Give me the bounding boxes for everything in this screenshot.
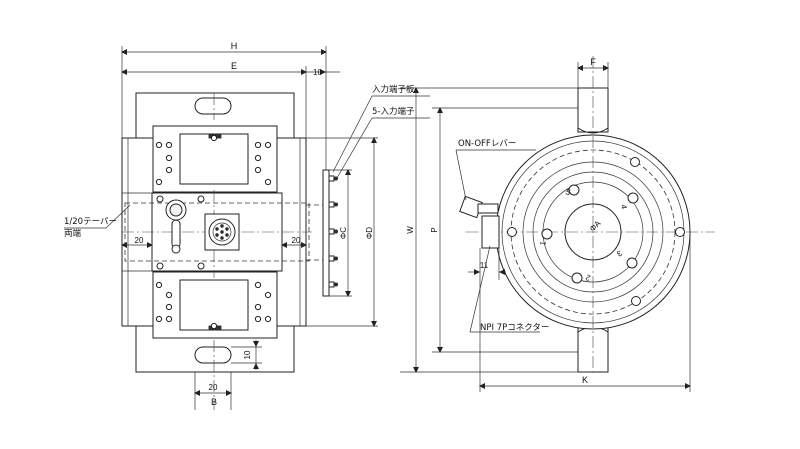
hole-number-1: 1 — [538, 240, 548, 246]
hole-number-2: 2 — [584, 272, 592, 282]
dim-phi-c: ΦC — [339, 227, 348, 239]
dim-10-bottom: 10 — [243, 350, 252, 359]
input-terminals — [328, 175, 338, 288]
label-taper-1: 1/20テーパー — [64, 217, 117, 227]
dim-w: W — [406, 226, 415, 234]
top-mount-slot — [194, 97, 232, 115]
hole-number-4: 4 — [619, 204, 629, 210]
input-terminal-board — [322, 169, 330, 297]
dim-f: F — [590, 57, 596, 67]
dim-phi-d: ΦD — [365, 227, 374, 239]
dim-e: E — [231, 61, 237, 71]
dim-11: 11 — [480, 261, 489, 270]
label-input-terminal-board: 入力端子板 — [372, 84, 415, 95]
side-dimensions: F W P 11 K ON-OFFレバー NPI 7Pコネクター ΦA — [400, 57, 691, 392]
npi-connector — [481, 215, 500, 249]
upper-screws — [155, 134, 272, 186]
dim-k: K — [582, 375, 588, 385]
dim-p: P — [430, 227, 439, 232]
dim-20-right: 20 — [292, 236, 301, 245]
mounting-holes — [541, 184, 639, 284]
hole-number-3: 3 — [615, 248, 624, 258]
bottom-mount-slot — [194, 346, 232, 364]
hole-number-5: 5 — [564, 187, 572, 197]
dim-20-left: 20 — [135, 236, 144, 245]
lever-slot — [171, 219, 181, 249]
label-on-off-lever: ON-OFFレバー — [458, 139, 516, 149]
label-taper-2: 両端 — [64, 228, 82, 239]
dim-b: B — [211, 397, 217, 407]
dim-h: H — [231, 41, 238, 51]
side-view — [459, 56, 715, 373]
lower-screws — [155, 281, 272, 330]
dim-20-bottom: 20 — [209, 383, 218, 392]
front-dimensions: H E 10 ΦC ΦD 20 20 10 — [64, 41, 430, 410]
connector-pins — [215, 224, 229, 240]
dim-10-top: 10 — [313, 68, 322, 77]
label-connector: NPI 7Pコネクター — [480, 323, 549, 333]
outer-screws — [507, 157, 685, 306]
label-five-input-terminal: 5-入力端子 — [372, 106, 415, 117]
front-view — [121, 92, 338, 373]
